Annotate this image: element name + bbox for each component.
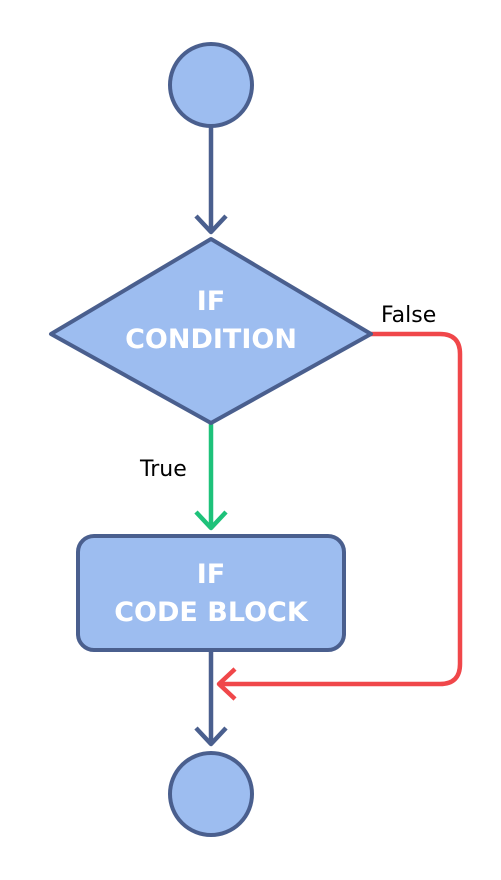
arrowhead-merge (216, 667, 237, 701)
true-label: True (139, 457, 187, 482)
condition-label-line2: CONDITION (125, 324, 297, 355)
condition-node (49, 237, 373, 425)
condition-label-line1: IF (197, 286, 226, 317)
edge-false (219, 331, 463, 687)
false-label: False (381, 303, 436, 328)
code-block-label-line2: CODE BLOCK (114, 597, 309, 628)
code-block-label-line1: IF (197, 559, 226, 590)
arrowhead-condition (194, 214, 228, 235)
arrowhead-end (194, 726, 228, 747)
arrowhead-code-block (194, 510, 228, 531)
end-node (168, 751, 254, 837)
start-node (168, 42, 254, 128)
code-block-node (76, 534, 346, 652)
